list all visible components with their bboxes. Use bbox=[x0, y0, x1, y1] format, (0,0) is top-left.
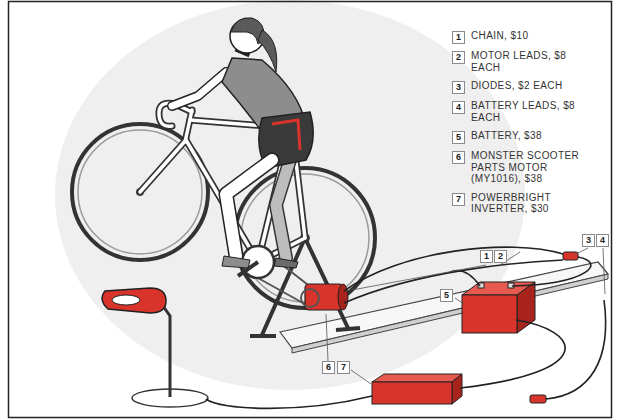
callout-box: 7 bbox=[452, 193, 465, 206]
callout-number: 7 bbox=[341, 362, 346, 372]
callout-number: 3 bbox=[456, 82, 461, 92]
plug bbox=[530, 395, 546, 403]
part-label: POWERBRIGHT INVERTER, $30 bbox=[471, 192, 583, 215]
callout-box: 4 bbox=[452, 101, 465, 114]
bicycle bbox=[72, 103, 375, 336]
callout-box: 6 bbox=[452, 151, 465, 164]
wires bbox=[206, 247, 606, 408]
callout-number: 4 bbox=[456, 102, 461, 112]
callout-number: 3 bbox=[586, 235, 591, 245]
callout-number: 2 bbox=[456, 52, 461, 62]
part-label: MONSTER SCOOTER PARTS MOTOR (MY1016), $3… bbox=[471, 150, 583, 185]
motor bbox=[301, 284, 348, 310]
callout-box: 3 bbox=[582, 234, 595, 247]
callout-number: 5 bbox=[456, 132, 461, 142]
diode bbox=[563, 252, 578, 260]
callout-box: 7 bbox=[337, 361, 350, 374]
platform-board bbox=[280, 262, 608, 353]
callout-box: 6 bbox=[322, 361, 335, 374]
battery bbox=[462, 282, 535, 333]
part-label: DIODES, $2 EACH bbox=[471, 80, 583, 92]
lamp bbox=[102, 288, 208, 407]
callout-number: 5 bbox=[444, 290, 449, 300]
callout-box: 3 bbox=[452, 81, 465, 94]
callout-number: 6 bbox=[326, 362, 331, 372]
callout-box: 5 bbox=[452, 131, 465, 144]
callout-box: 1 bbox=[452, 31, 465, 44]
part-label: BATTERY, $38 bbox=[471, 130, 583, 142]
callout-number: 6 bbox=[456, 152, 461, 162]
part-label: MOTOR LEADS, $8 EACH bbox=[471, 50, 583, 73]
callout-box: 5 bbox=[440, 289, 453, 302]
callout-number: 1 bbox=[484, 251, 489, 261]
callout-number: 2 bbox=[498, 251, 503, 261]
callout-box: 4 bbox=[596, 234, 609, 247]
callout-number: 1 bbox=[456, 32, 461, 42]
part-label: CHAIN, $10 bbox=[471, 30, 583, 42]
frame-border bbox=[9, 2, 612, 418]
leader-lines bbox=[326, 248, 605, 384]
part-label: BATTERY LEADS, $8 EACH bbox=[471, 100, 583, 123]
callout-box: 1 bbox=[480, 250, 493, 263]
inverter bbox=[372, 374, 462, 404]
callout-box: 2 bbox=[494, 250, 507, 263]
rider bbox=[172, 18, 313, 268]
callout-number: 4 bbox=[600, 235, 605, 245]
callout-number: 7 bbox=[456, 194, 461, 204]
callout-box: 2 bbox=[452, 51, 465, 64]
